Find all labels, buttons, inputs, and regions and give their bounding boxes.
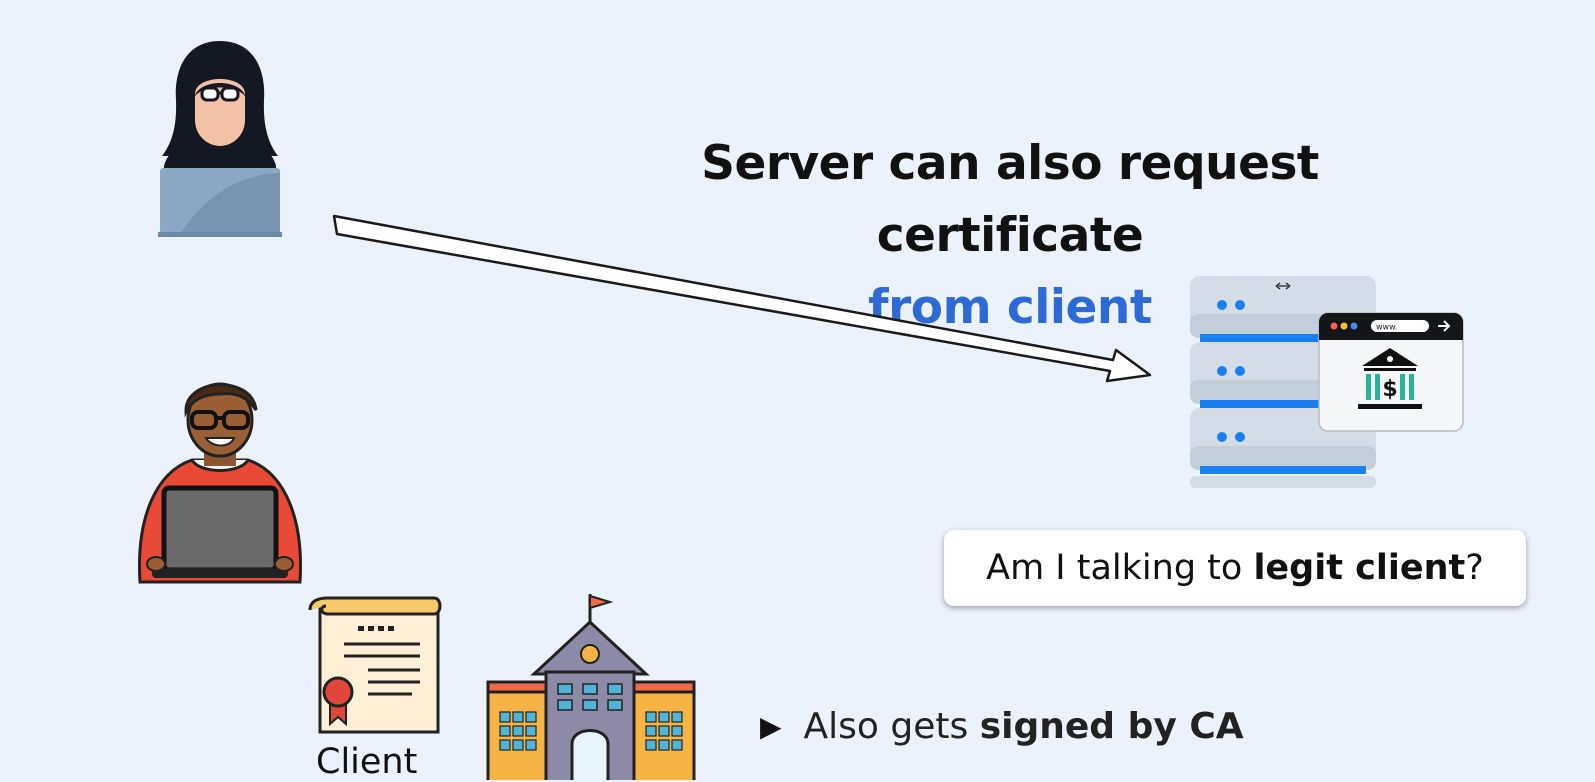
hacker-icon	[158, 41, 282, 237]
bullet-point: ▶ Also gets signed by CA	[760, 706, 1244, 747]
question-callout: Am I talking to legit client?	[944, 530, 1526, 606]
bullet-triangle-icon: ▶	[760, 710, 782, 743]
bullet-prefix: Also gets	[803, 706, 980, 747]
callout-bold: legit client	[1253, 548, 1466, 588]
callout-suffix: ?	[1465, 548, 1484, 588]
title-line-1: Server can also request certificate	[701, 136, 1319, 263]
bank-dollar-symbol: $	[1382, 377, 1397, 402]
bank-website-icon: www. $	[1318, 312, 1464, 432]
certificate-label: Client	[316, 742, 418, 782]
bullet-bold: signed by CA	[979, 706, 1244, 747]
arrow-icon	[332, 214, 1152, 383]
browser-url-text: www.	[1376, 323, 1397, 332]
developer-icon	[137, 382, 303, 584]
certificate-icon	[308, 596, 442, 734]
callout-prefix: Am I talking to	[986, 548, 1254, 588]
bullet-text: Also gets signed by CA	[804, 706, 1244, 747]
slide-title: Server can also request certificate from…	[560, 128, 1460, 344]
university-icon	[486, 594, 696, 780]
